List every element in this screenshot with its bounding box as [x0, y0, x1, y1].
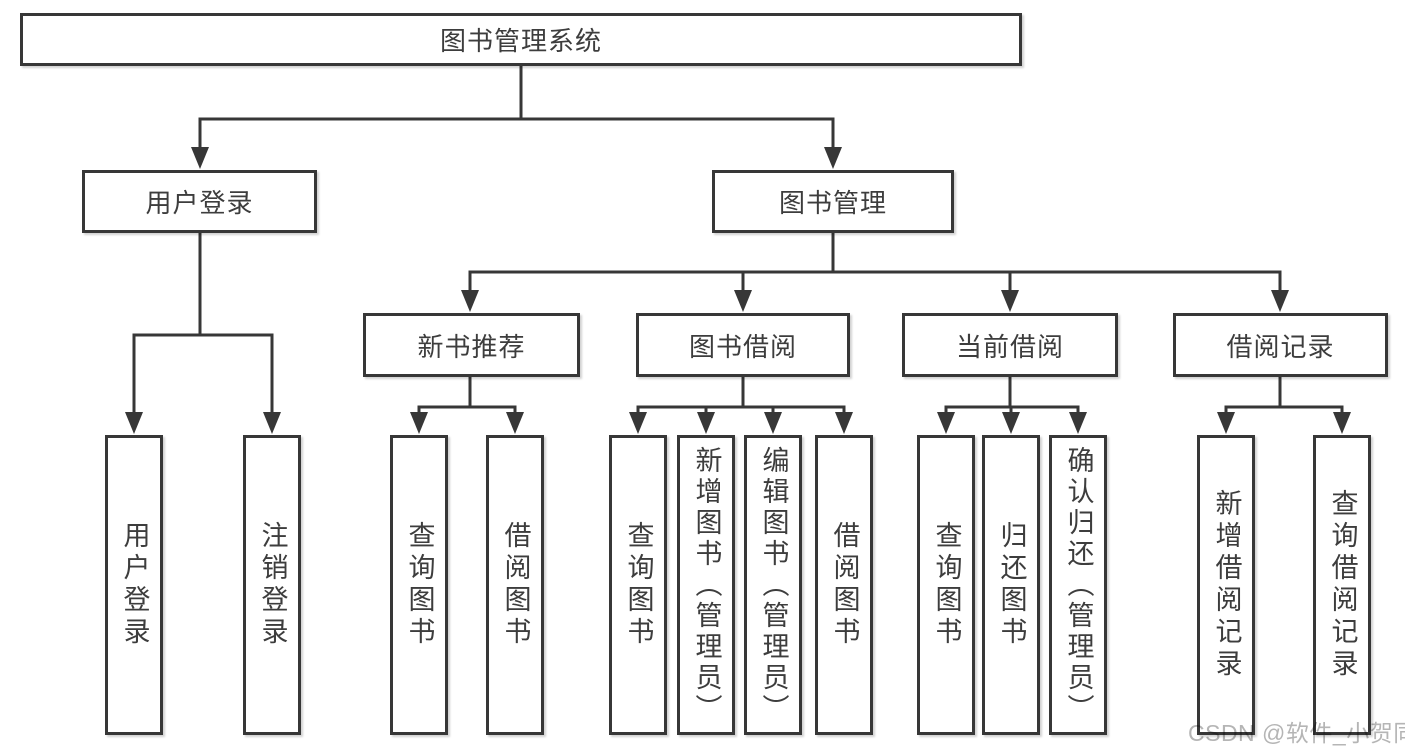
node-library-system: 图书管理系统 — [20, 13, 1022, 66]
leaf-borrow-books: 借阅图书 — [815, 435, 873, 735]
leaf-label: 新增图书（管理员） — [691, 445, 722, 725]
leaf-query-books: 查询图书 — [609, 435, 667, 735]
node-label: 用户登录 — [145, 188, 254, 218]
leaf-label: 借阅图书 — [829, 521, 860, 649]
node-label: 当前借阅 — [955, 331, 1064, 362]
node-label: 图书借阅 — [688, 331, 797, 362]
node-label: 图书管理系统 — [439, 26, 602, 56]
leaf-query-books: 查询图书 — [917, 435, 975, 735]
leaf-label: 查询借阅记录 — [1327, 489, 1358, 681]
leaf-label: 用户登录 — [119, 521, 150, 649]
leaf-logout: 注销登录 — [243, 435, 301, 735]
leaf-label: 确认归还（管理员） — [1063, 445, 1094, 725]
leaf-label: 编辑图书（管理员） — [758, 445, 789, 725]
leaf-label: 借阅图书 — [500, 521, 531, 649]
node-new-book-recommend: 新书推荐 — [363, 313, 580, 377]
leaf-label: 查询图书 — [931, 521, 962, 649]
leaf-user-login: 用户登录 — [105, 435, 163, 735]
leaf-label: 新增借阅记录 — [1211, 489, 1242, 681]
node-label: 借阅记录 — [1226, 331, 1335, 362]
leaf-return-books: 归还图书 — [982, 435, 1040, 735]
leaf-borrow-books: 借阅图书 — [486, 435, 544, 735]
node-borrowing-records: 借阅记录 — [1173, 313, 1388, 377]
node-label: 新书推荐 — [417, 331, 526, 362]
leaf-add-borrow-record: 新增借阅记录 — [1197, 435, 1255, 735]
leaf-edit-book-admin: 编辑图书（管理员） — [744, 435, 802, 735]
leaf-label: 注销登录 — [257, 521, 288, 649]
leaf-query-borrow-record: 查询借阅记录 — [1313, 435, 1371, 735]
leaf-query-books: 查询图书 — [390, 435, 448, 735]
csdn-watermark: CSDN @软件_小贺同学 — [1188, 720, 1405, 746]
node-label: 图书管理 — [778, 188, 887, 218]
leaf-label: 查询图书 — [623, 521, 654, 649]
node-book-management: 图书管理 — [712, 170, 954, 233]
node-current-borrowing: 当前借阅 — [902, 313, 1118, 377]
node-user-login: 用户登录 — [82, 170, 317, 233]
node-book-borrowing: 图书借阅 — [636, 313, 850, 377]
leaf-confirm-return-admin: 确认归还（管理员） — [1049, 435, 1107, 735]
leaf-label: 查询图书 — [404, 521, 435, 649]
leaf-add-book-admin: 新增图书（管理员） — [677, 435, 735, 735]
leaf-label: 归还图书 — [996, 521, 1027, 649]
